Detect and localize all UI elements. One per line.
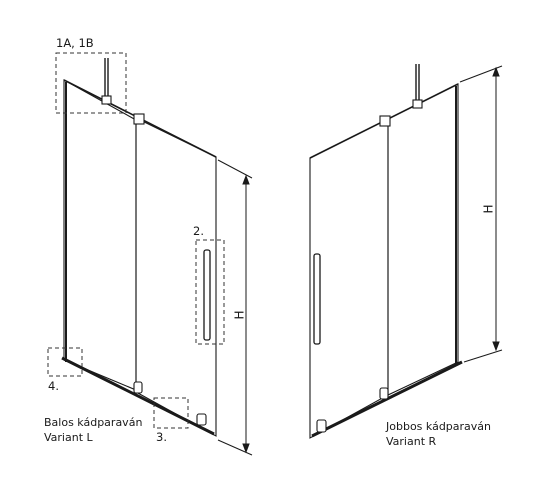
callout-label-1: 1A, 1B	[56, 36, 94, 50]
callout-label-4: 4.	[48, 379, 59, 393]
right-caption-variant: Variant R	[386, 435, 437, 448]
right-end-stopper	[316, 419, 327, 433]
callout-label-2: 2.	[193, 224, 204, 238]
right-fixed-panel	[387, 83, 459, 396]
callout-box-4	[47, 347, 83, 377]
left-door-handle	[203, 249, 211, 341]
left-variant-drawing	[61, 58, 217, 437]
left-end-stopper	[196, 413, 207, 426]
right-sliding-panel	[309, 118, 389, 439]
left-top-slider	[133, 113, 145, 125]
left-bottom-guide	[133, 381, 143, 394]
left-caption-variant: Variant L	[44, 431, 93, 444]
callout-box-2	[195, 239, 225, 345]
right-bottom-guide	[379, 387, 389, 400]
left-dimension-line	[217, 159, 253, 456]
left-fixed-panel	[63, 79, 137, 391]
right-door-handle	[313, 253, 321, 345]
right-variant-drawing	[309, 64, 463, 439]
callout-box-1	[55, 52, 127, 114]
callout-box-3	[153, 397, 189, 429]
left-bottom-rail	[61, 356, 215, 436]
right-caption-title: Jobbos kádparaván	[386, 420, 492, 433]
left-callout-boxes	[47, 52, 225, 429]
right-dimension-line	[459, 65, 503, 363]
left-caption-title: Balos kádparaván	[44, 416, 143, 429]
right-height-label: H	[481, 204, 496, 214]
left-height-label: H	[232, 310, 247, 320]
right-top-slider	[379, 115, 391, 127]
callout-label-3: 3.	[156, 430, 167, 444]
